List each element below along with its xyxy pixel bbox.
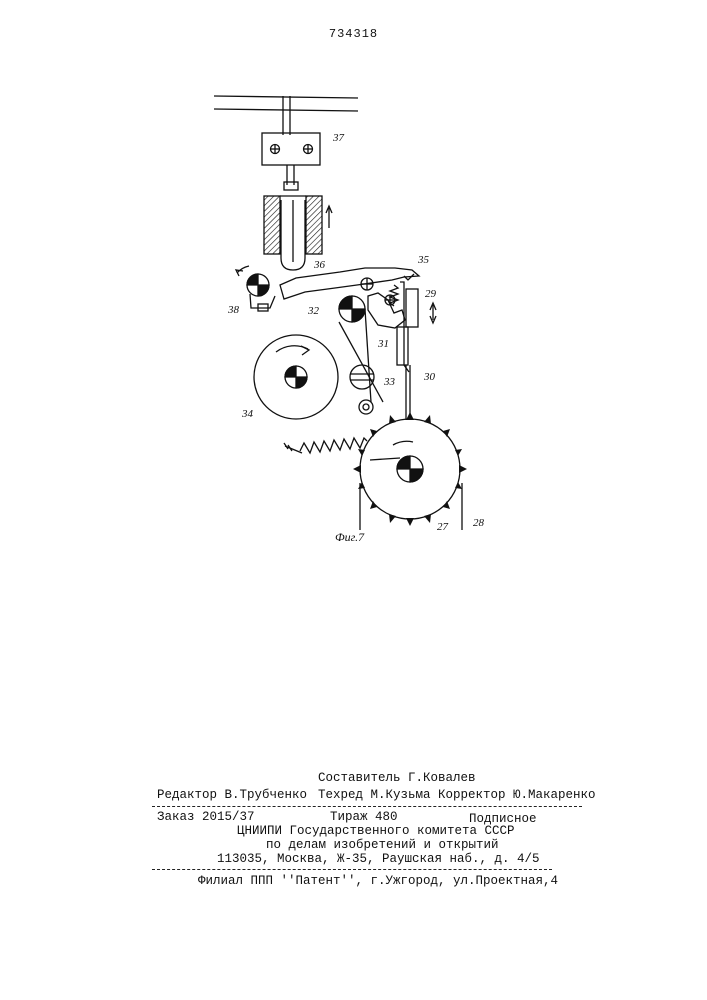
part-33-roller — [350, 365, 374, 389]
compiler-line: Составитель Г.Ковалев — [318, 771, 476, 785]
org-line-2: по делам изобретений и открытий — [266, 838, 499, 852]
branch-line: Филиал ППП ''Патент'', г.Ужгород, ул.Про… — [198, 874, 558, 888]
label-35: 35 — [417, 254, 430, 266]
label-38: 38 — [227, 304, 240, 316]
part-27-sprocket — [353, 412, 467, 530]
footer-divider-top — [152, 806, 582, 807]
footer-divider-bottom — [152, 869, 552, 870]
order-line: Заказ 2015/37 — [157, 810, 255, 824]
editor-line: Редактор В.Трубченко — [157, 788, 307, 802]
circulation-line: Тираж 480 — [330, 810, 398, 824]
techred-corrector-line: Техред М.Кузьма Корректор Ю.Макаренко — [318, 788, 596, 802]
figure-caption: Фиг.7 — [335, 530, 365, 544]
label-30: 30 — [423, 371, 436, 383]
address-line: 113035, Москва, Ж-35, Раушская наб., д. … — [217, 852, 540, 866]
label-28: 28 — [473, 517, 485, 529]
part-31-pawl — [368, 285, 405, 328]
label-32: 32 — [307, 305, 320, 317]
label-31: 31 — [377, 338, 389, 350]
label-29: 29 — [425, 288, 437, 300]
part-30-film — [406, 365, 410, 420]
label-27: 27 — [437, 521, 449, 533]
part-32-pivot — [339, 296, 383, 414]
overhead-rails — [214, 96, 358, 135]
label-37: 37 — [332, 132, 345, 144]
part-38 — [236, 266, 275, 311]
org-line-1: ЦНИИПИ Государственного комитета СССР — [237, 824, 515, 838]
part-37-plate — [262, 133, 320, 190]
label-34: 34 — [241, 408, 254, 420]
tension-spring — [284, 438, 367, 453]
label-33: 33 — [383, 376, 396, 388]
label-36: 36 — [313, 259, 326, 271]
part-34-drum — [254, 335, 338, 419]
